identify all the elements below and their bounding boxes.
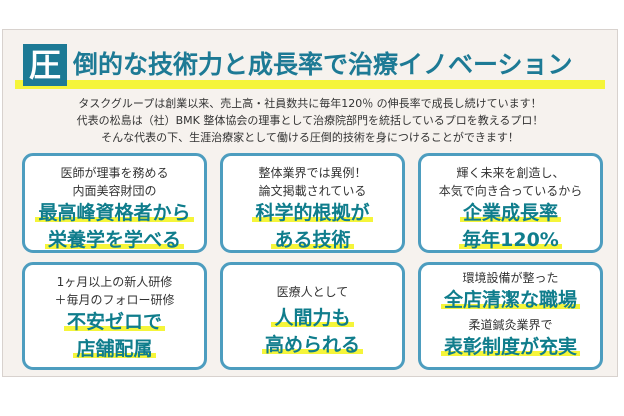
intro-text: タスクグループは創業以来、売上高・社員数共に毎年120％ の伸長率で成長し続けて… xyxy=(3,95,617,146)
card-headline: 科学的根拠が xyxy=(252,202,373,224)
headline-highlight xyxy=(15,80,605,89)
feature-card-growth: 輝く未来を創造し、 本気で向き合っているから 企業成長率 毎年120% xyxy=(418,153,603,253)
feature-card-environment: 環境設備が整った 全店清潔な職場 柔道鍼灸業界で 表彰制度が充実 xyxy=(418,262,603,370)
headline: 圧 倒的な技術力と成長率で治療イノベーション xyxy=(15,42,605,90)
intro-line: タスクグループは創業以来、売上高・社員数共に毎年120％ の伸長率で成長し続けて… xyxy=(78,97,542,110)
card-caption: 論文掲載されている xyxy=(258,184,367,198)
card-caption: 整体業界では異例！ xyxy=(258,166,367,180)
card-headline: 高められる xyxy=(261,334,363,356)
card-headline: 人間力も xyxy=(271,307,354,329)
card-headline: 栄養学を学べる xyxy=(44,229,184,251)
card-caption: 輝く未来を創造し、 xyxy=(456,166,565,180)
card-headline: 表彰制度が充実 xyxy=(440,336,580,358)
feature-card-nutrition: 医師が理事を務める 内面美容財団の 最高峰資格者から 栄養学を学べる xyxy=(22,153,207,253)
card-headline: 企業成長率 xyxy=(459,202,561,224)
card-caption: 医師が理事を務める xyxy=(60,166,169,180)
card-headline: ある技術 xyxy=(271,229,354,251)
card-caption: 内面美容財団の xyxy=(72,184,157,198)
feature-card-science: 整体業界では異例！ 論文掲載されている 科学的根拠が ある技術 xyxy=(220,153,405,253)
intro-line: そんな代表の下、生涯治療家として働ける圧倒的技術を身につけることができます！ xyxy=(101,131,519,144)
card-caption: 環境設備が整った xyxy=(462,271,559,285)
card-caption: 医療人として xyxy=(276,285,349,299)
card-caption: 本気で向き合っているから xyxy=(438,184,583,198)
card-caption: 柔道鍼灸業界で xyxy=(468,318,553,332)
intro-line: 代表の松島は（社）BMK 整体協会の理事として治療院部門を統括しているプロを教え… xyxy=(76,114,544,127)
feature-card-humanity: 医療人として 人間力も 高められる xyxy=(220,262,405,370)
headline-text: 倒的な技術力と成長率で治療イノベーション xyxy=(73,50,573,79)
card-headline: 店舗配属 xyxy=(73,338,156,360)
card-headline: 全店清潔な職場 xyxy=(440,289,580,311)
card-caption: 1ヶ月以上の新人研修 xyxy=(56,275,173,289)
card-headline: 不安ゼロで xyxy=(63,311,165,333)
card-caption: ＋毎月のフォロー研修 xyxy=(54,293,175,307)
card-headline: 最高峰資格者から xyxy=(35,202,194,224)
card-headline: 毎年120% xyxy=(459,229,562,251)
feature-card-training: 1ヶ月以上の新人研修 ＋毎月のフォロー研修 不安ゼロで 店舗配属 xyxy=(22,262,207,370)
headline-first-char: 圧 xyxy=(23,44,67,86)
